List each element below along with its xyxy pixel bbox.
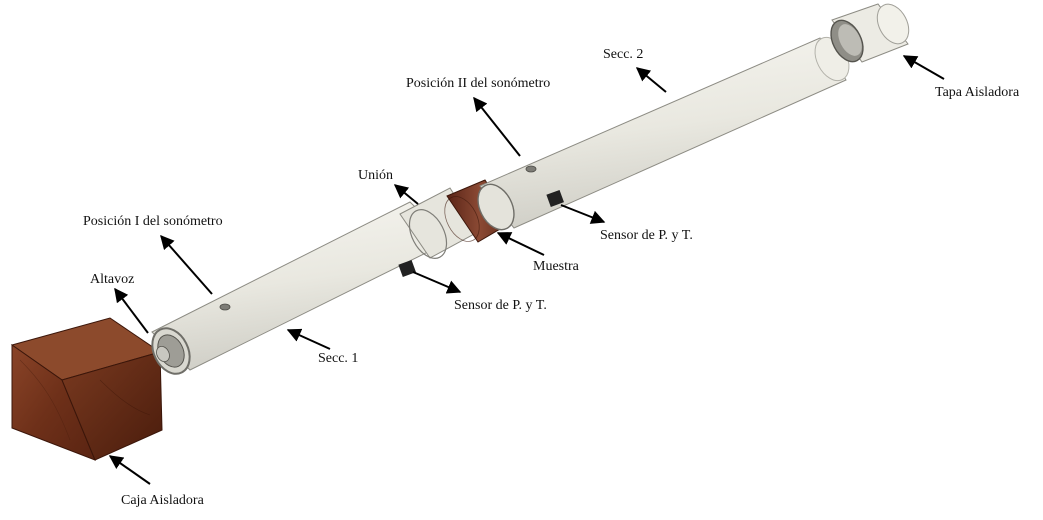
arrow-seccion-1 (286, 328, 331, 350)
label-sensor-2: Sensor de P. y T. (600, 228, 693, 243)
label-seccion-2: Secc. 2 (603, 47, 644, 62)
arrow-caja-aisladora (108, 455, 151, 485)
arrow-sensor-2 (560, 204, 606, 224)
arrow-muestra (496, 232, 545, 256)
arrow-seccion-2 (635, 67, 667, 93)
tube-section-2 (477, 36, 850, 231)
label-posicion-ii: Posición II del sonómetro (406, 76, 551, 91)
arrow-posicion-i (160, 234, 213, 295)
label-union: Unión (358, 168, 393, 183)
insulating-box (10, 317, 163, 461)
label-sensor-1: Sensor de P. y T. (454, 298, 547, 313)
arrow-union (393, 184, 419, 205)
arrow-tapa-aisladora (902, 55, 945, 80)
callout-arrows (108, 55, 945, 485)
insulating-cap (830, 3, 910, 63)
label-caja-aisladora: Caja Aisladora (121, 493, 204, 508)
label-posicion-i: Posición I del sonómetro (83, 214, 223, 229)
arrow-altavoz (114, 287, 149, 334)
label-tapa-aisladora: Tapa Aisladora (935, 85, 1020, 100)
tube-section-1 (151, 201, 451, 375)
arrow-posicion-ii (473, 96, 521, 157)
label-altavoz: Altavoz (90, 272, 135, 287)
label-seccion-1: Secc. 1 (318, 351, 359, 366)
label-muestra: Muestra (533, 259, 579, 274)
arrow-sensor-1 (412, 271, 462, 294)
